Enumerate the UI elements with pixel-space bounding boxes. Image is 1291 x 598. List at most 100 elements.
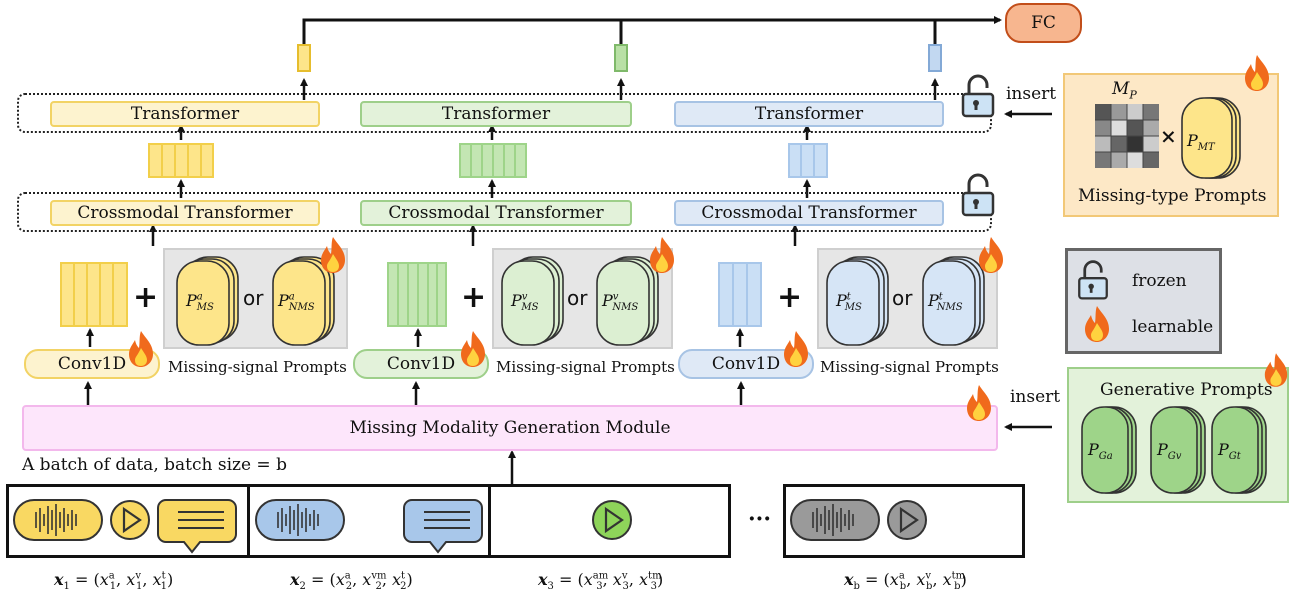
- conv-label: Conv1D: [711, 354, 781, 374]
- token-text-top: [928, 44, 942, 72]
- insert-label-bottom: insert: [1010, 387, 1061, 407]
- legend-frozen-label: frozen: [1132, 271, 1187, 291]
- matrix-label: MP: [1112, 79, 1137, 102]
- fc-label: FC: [1031, 13, 1056, 33]
- token-audio-top: [297, 44, 311, 72]
- video-play-icon: [110, 500, 150, 540]
- prompt-capsule-audio-ms: [176, 256, 239, 346]
- legend-learnable-label: learnable: [1132, 317, 1214, 337]
- token-stack-text: [788, 143, 828, 178]
- prompt-label-audio-ms: PaMS: [186, 291, 214, 314]
- fire-icon: [1264, 353, 1288, 387]
- lock-icon: [961, 173, 995, 217]
- crossmodal-audio: Crossmodal Transformer: [50, 200, 320, 226]
- transformer-text: Transformer: [674, 101, 944, 127]
- fire-icon: [967, 385, 991, 421]
- missing-type-title: Missing-type Prompts: [1078, 186, 1267, 206]
- fire-icon: [461, 331, 485, 367]
- audio-wave-icon: [13, 499, 103, 541]
- or-label: or: [567, 286, 588, 310]
- sample-b-box: [783, 484, 1025, 558]
- generative-capsule-a: [1081, 406, 1137, 494]
- video-play-icon: [887, 500, 927, 540]
- fire-icon: [1085, 306, 1109, 342]
- token-visual-top: [614, 44, 628, 72]
- crossmodal-text: Crossmodal Transformer: [674, 200, 944, 226]
- plus-icon: +: [777, 280, 803, 315]
- times-sign: ×: [1160, 124, 1177, 148]
- insert-label-top: insert: [1006, 84, 1057, 104]
- token-column-audio: [60, 262, 128, 327]
- missing-signal-caption: Missing-signal Prompts: [820, 358, 999, 376]
- formula-xb: xb = (xab, xvb, xtmb): [844, 570, 967, 593]
- fire-icon: [784, 331, 808, 367]
- prompt-label-text-ms: PtMS: [836, 291, 862, 314]
- formula-x2: x2 = (xa2, xvm2, xt2): [290, 570, 413, 593]
- fire-icon: [321, 237, 345, 273]
- missing-signal-caption: Missing-signal Prompts: [168, 358, 347, 376]
- missing-modality-generation-module: Missing Modality Generation Module: [22, 405, 998, 451]
- lock-icon: [1078, 260, 1108, 300]
- prompt-capsule-visual-ms: [501, 256, 564, 346]
- crossmodal-visual: Crossmodal Transformer: [360, 200, 632, 226]
- prompt-label-text-nms: PtNMS: [928, 291, 963, 314]
- fire-icon: [979, 237, 1003, 273]
- token-stack-visual: [459, 143, 527, 178]
- prompt-capsule-text-ms: [826, 256, 889, 346]
- or-label: or: [892, 286, 913, 310]
- token-column-text: [718, 262, 762, 327]
- crossmodal-label: Crossmodal Transformer: [388, 203, 604, 223]
- generation-module-label: Missing Modality Generation Module: [349, 418, 671, 438]
- plus-icon: +: [133, 280, 159, 315]
- formula-x3: x3 = (xam3, xv3, xtm3): [538, 570, 664, 593]
- plus-icon: +: [461, 280, 487, 315]
- missing-type-prompt-label: PMT: [1187, 131, 1215, 154]
- transformer-visual: Transformer: [360, 101, 632, 127]
- bus-line: [302, 16, 1002, 44]
- transformer-audio: Transformer: [50, 101, 320, 127]
- crossmodal-label: Crossmodal Transformer: [701, 203, 917, 223]
- audio-wave-icon: [255, 499, 345, 541]
- prompt-label-visual-ms: PvMS: [511, 291, 539, 314]
- sample-3-box: [488, 484, 731, 558]
- prompt-capsule-visual-nms: [596, 256, 659, 346]
- generative-label-v: PGv: [1157, 440, 1182, 463]
- or-label: or: [243, 286, 264, 310]
- generative-label-t: PGt: [1218, 440, 1241, 463]
- transformer-label: Transformer: [130, 104, 240, 124]
- generative-capsule-v: [1150, 406, 1206, 494]
- crossmodal-label: Crossmodal Transformer: [77, 203, 293, 223]
- fire-icon: [1245, 55, 1269, 91]
- conv-label: Conv1D: [57, 354, 127, 374]
- generative-capsules: [1081, 406, 1267, 494]
- matrix-grid-icon: [1095, 104, 1159, 168]
- fire-icon: [650, 237, 674, 273]
- transformer-label: Transformer: [441, 104, 551, 124]
- prompt-label-audio-nms: PaNMS: [278, 291, 315, 314]
- ellipsis: ···: [748, 506, 771, 532]
- prompt-capsule-text-nms: [922, 256, 985, 346]
- missing-signal-caption: Missing-signal Prompts: [496, 358, 675, 376]
- generative-label-a: PGa: [1088, 440, 1113, 463]
- token-column-visual: [387, 262, 447, 327]
- token-stack-audio: [148, 143, 214, 178]
- generative-capsule-t: [1211, 406, 1267, 494]
- prompt-capsule-audio-nms: [272, 256, 335, 346]
- fire-icon: [129, 331, 153, 367]
- audio-wave-icon: [790, 499, 880, 541]
- transformer-label: Transformer: [754, 104, 864, 124]
- lock-icon: [961, 74, 995, 118]
- missing-type-capsule: [1181, 97, 1241, 179]
- fc-layer: FC: [1005, 3, 1082, 43]
- prompt-label-visual-nms: PvNMS: [602, 291, 639, 314]
- formula-x1: x1 = (xa1, xv1, xt1): [54, 570, 174, 593]
- video-play-icon: [592, 500, 632, 540]
- conv-label: Conv1D: [386, 354, 456, 374]
- generative-title: Generative Prompts: [1100, 380, 1273, 400]
- text-bubble-icon: [403, 499, 483, 554]
